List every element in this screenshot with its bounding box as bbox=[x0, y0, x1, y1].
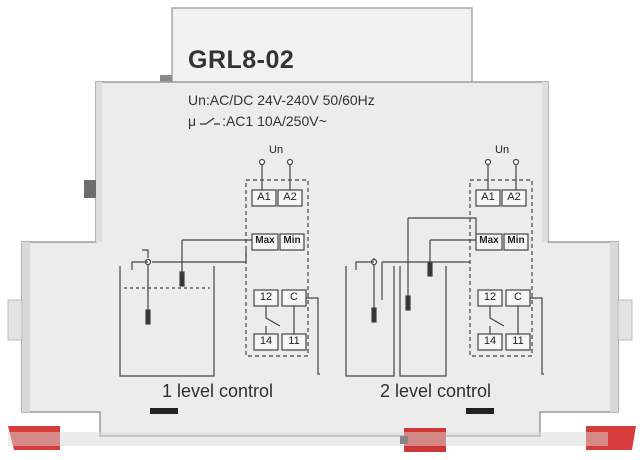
caption-1-level-control: 1 level control bbox=[162, 381, 274, 401]
left-side-rib bbox=[7, 299, 23, 341]
bottom-slot-left bbox=[150, 408, 178, 414]
rail-base bbox=[8, 432, 608, 446]
terminal-max-1: Max bbox=[255, 235, 275, 246]
un-label-2: Un bbox=[495, 144, 510, 156]
terminal-14-1: 14 bbox=[259, 335, 273, 347]
supply-spec: Un:AC/DC 24V-240V 50/60Hz bbox=[188, 92, 375, 108]
left-edge-shade bbox=[22, 242, 30, 412]
main-body bbox=[21, 81, 619, 437]
device-box-2 bbox=[469, 179, 533, 357]
diagram-2 bbox=[345, 158, 544, 377]
right-side-rib bbox=[617, 299, 633, 341]
terminal-a2-2: A2 bbox=[507, 191, 521, 203]
device-box-1 bbox=[245, 179, 309, 357]
left-side-tab bbox=[84, 180, 96, 198]
terminal-11-1: 11 bbox=[288, 335, 300, 347]
contact-spec-prefix: μ bbox=[188, 113, 197, 129]
terminal-min-2: Min bbox=[507, 235, 525, 246]
terminal-max-2: Max bbox=[479, 235, 499, 246]
terminal-a2-1: A2 bbox=[283, 191, 297, 203]
terminal-12-1: 12 bbox=[259, 291, 273, 303]
right-shoulder-shade bbox=[542, 82, 548, 242]
terminal-c-2: C bbox=[514, 291, 522, 303]
terminal-min-1: Min bbox=[283, 235, 301, 246]
contact-spec-value: :AC1 10A/250V~ bbox=[222, 113, 327, 129]
diagram-1 bbox=[119, 158, 320, 377]
right-edge-shade bbox=[610, 242, 618, 412]
terminal-12-2: 12 bbox=[483, 291, 497, 303]
bottom-slot-right bbox=[466, 408, 494, 414]
contact-symbol-icon bbox=[200, 117, 220, 125]
terminal-c-1: C bbox=[290, 291, 298, 303]
terminal-14-2: 14 bbox=[483, 335, 497, 347]
terminal-a1-1: A1 bbox=[257, 191, 271, 203]
contact-spec: μ :AC1 10A/250V~ bbox=[188, 113, 327, 129]
model-name: GRL8-02 bbox=[188, 46, 295, 74]
caption-2-level-control: 2 level control bbox=[380, 381, 492, 401]
left-shoulder-shade bbox=[96, 82, 102, 242]
un-label-1: Un bbox=[269, 144, 284, 156]
terminal-a1-2: A1 bbox=[481, 191, 495, 203]
terminal-11-2: 11 bbox=[512, 335, 524, 347]
